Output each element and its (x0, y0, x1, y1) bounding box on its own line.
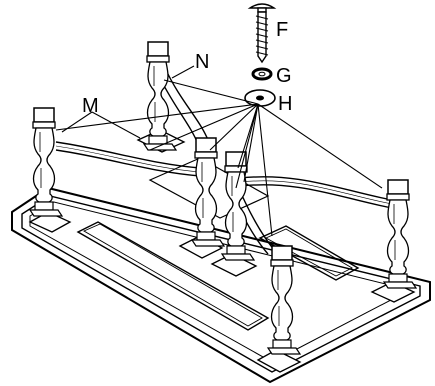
callout-leaders (61, 65, 195, 139)
stretcher-rails (55, 69, 393, 255)
table-base-frame (11, 129, 431, 384)
lock-washer-icon (251, 67, 273, 81)
callout-n: N (195, 51, 209, 73)
flat-washer-icon (244, 89, 276, 107)
callout-h: H (278, 93, 292, 115)
callout-m: M (82, 95, 99, 117)
callout-f: F (276, 19, 288, 41)
turned-leg-back-left (143, 41, 177, 151)
screw-icon (247, 3, 277, 64)
callout-g: G (276, 65, 292, 87)
leader-lines (55, 79, 383, 237)
